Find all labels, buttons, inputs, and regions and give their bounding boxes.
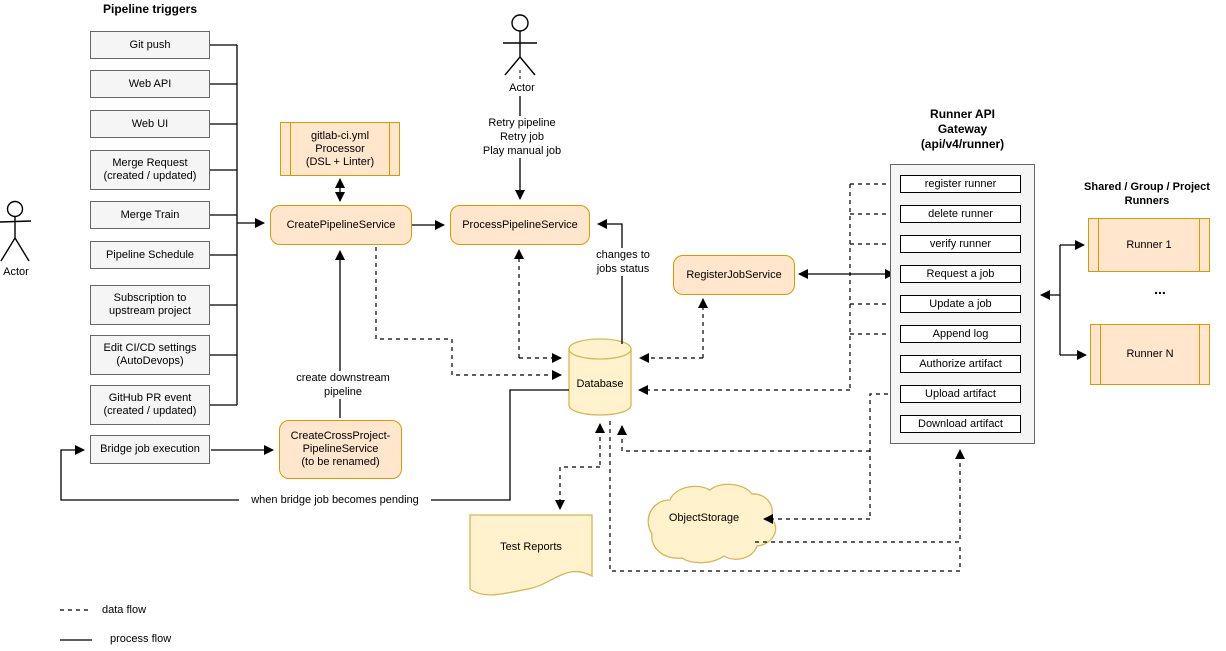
pipeline-triggers-title: Pipeline triggers: [102, 2, 198, 16]
create-cross-project-pipeline-service: CreateCrossProject- PipelineService (to …: [279, 420, 402, 479]
test-reports-label: Test Reports: [500, 541, 562, 553]
endpoint-upload-artifact: Upload artifact: [900, 385, 1021, 403]
object-storage-label: ObjectStorage: [668, 512, 740, 524]
endpoint-request-a-job: Request a job: [900, 265, 1021, 283]
trigger-web-api: Web API: [90, 70, 210, 98]
legend-process-flow-label: process flow: [110, 633, 172, 645]
actor-top-icon: [503, 14, 537, 80]
legend-data-flow-label: data flow: [102, 604, 147, 616]
create-pipeline-service: CreatePipelineService: [270, 205, 412, 245]
endpoint-append-log: Append log: [900, 325, 1021, 343]
test-reports-document-icon: [469, 514, 593, 596]
trigger-merge-request: Merge Request (created / updated): [90, 150, 210, 190]
trigger-subscription-upstream: Subscription to upstream project: [90, 285, 210, 325]
runner-gateway-title: Runner API Gateway (api/v4/runner): [920, 107, 1005, 151]
database-cylinder-icon: [568, 338, 632, 416]
retry-actions-label: Retry pipeline Retry job Play manual job: [452, 116, 592, 158]
endpoint-download-artifact: Download artifact: [900, 415, 1021, 433]
changes-jobs-status-label: changes to jobs status: [589, 248, 657, 276]
trigger-merge-train: Merge Train: [90, 201, 210, 229]
endpoint-update-a-job: Update a job: [900, 295, 1021, 313]
endpoint-authorize-artifact: Authorize artifact: [900, 355, 1021, 373]
runner-1: Runner 1: [1088, 218, 1210, 272]
endpoint-register-runner: register runner: [900, 175, 1021, 193]
runners-title: Shared / Group / Project Runners: [1084, 181, 1210, 207]
process-pipeline-service: ProcessPipelineService: [450, 205, 590, 245]
trigger-web-ui: Web UI: [90, 110, 210, 138]
create-downstream-pipeline-label: create downstream pipeline: [284, 371, 402, 399]
runners-ellipsis: ...: [1154, 281, 1166, 297]
trigger-edit-cicd-settings: Edit CI/CD settings (AutoDevops): [90, 335, 210, 375]
endpoint-verify-runner: verify runner: [900, 235, 1021, 253]
runner-n: Runner N: [1090, 324, 1210, 385]
trigger-pipeline-schedule: Pipeline Schedule: [90, 241, 210, 269]
actor-left-label: Actor: [3, 266, 29, 278]
endpoint-delete-runner: delete runner: [900, 205, 1021, 223]
trigger-bridge-job-execution: Bridge job execution: [90, 435, 210, 464]
gitlab-ci-yml-processor: gitlab-ci.yml Processor (DSL + Linter): [280, 122, 400, 176]
when-bridge-job-pending-label: when bridge job becomes pending: [239, 493, 431, 507]
trigger-github-pr-event: GitHub PR event (created / updated): [90, 385, 210, 425]
data-flow-edges: [60, 183, 965, 611]
register-job-service: RegisterJobService: [673, 255, 795, 295]
actor-left-icon: [0, 200, 32, 262]
actor-top-label: Actor: [502, 81, 542, 95]
object-storage-cloud-icon: [647, 483, 777, 564]
trigger-git-push: Git push: [90, 31, 210, 59]
database-label: Database: [576, 378, 624, 390]
